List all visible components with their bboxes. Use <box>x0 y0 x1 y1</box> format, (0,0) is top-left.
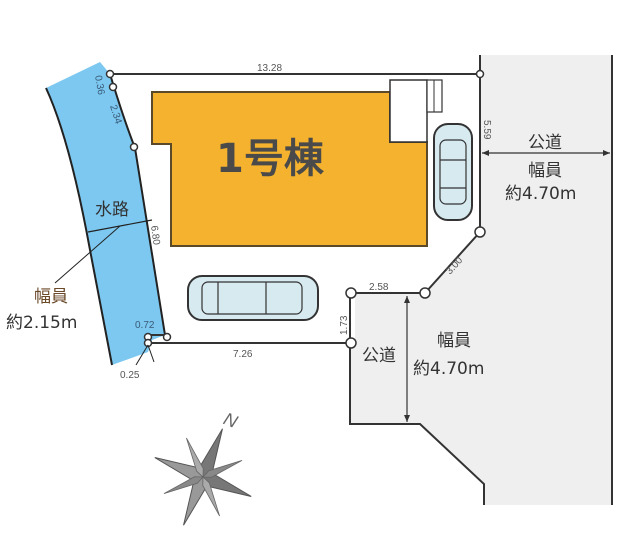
east-road-width-value: 約4.70m <box>505 184 576 204</box>
east-road <box>350 55 612 505</box>
water-width-value: 約2.15m <box>6 313 77 333</box>
car-icon-vertical <box>433 123 473 221</box>
building-label: 1号棟 <box>216 136 325 182</box>
dim-north: 13.28 <box>257 63 282 74</box>
south-road-width-label: 幅員 <box>437 331 471 351</box>
dim-step-horizontal: 2.58 <box>369 282 389 293</box>
south-road-width-value: 約4.70m <box>413 359 484 379</box>
entrance-porch <box>389 79 428 143</box>
dim-sw-corner: 0.25 <box>120 370 140 381</box>
dim-west-lower: 6.80 <box>148 225 162 246</box>
compass-north-label: N <box>221 408 241 432</box>
water-width-label: 幅員 <box>34 287 68 307</box>
dim-sw-short: 0.72 <box>135 320 155 331</box>
water-channel <box>46 62 165 365</box>
car-icon-horizontal <box>187 275 319 321</box>
boundary-markers <box>105 69 486 349</box>
dim-east: 5.59 <box>481 120 492 140</box>
dim-step-vertical: 1.73 <box>339 315 350 335</box>
east-road-label: 公道 <box>528 133 562 153</box>
dim-south: 7.26 <box>233 349 253 360</box>
east-road-width-label: 幅員 <box>528 161 562 181</box>
dim-nw-short: 0.36 <box>92 75 106 97</box>
south-road-label: 公道 <box>362 346 396 366</box>
compass-rose-icon <box>154 428 252 526</box>
water-channel-label: 水路 <box>95 200 129 220</box>
